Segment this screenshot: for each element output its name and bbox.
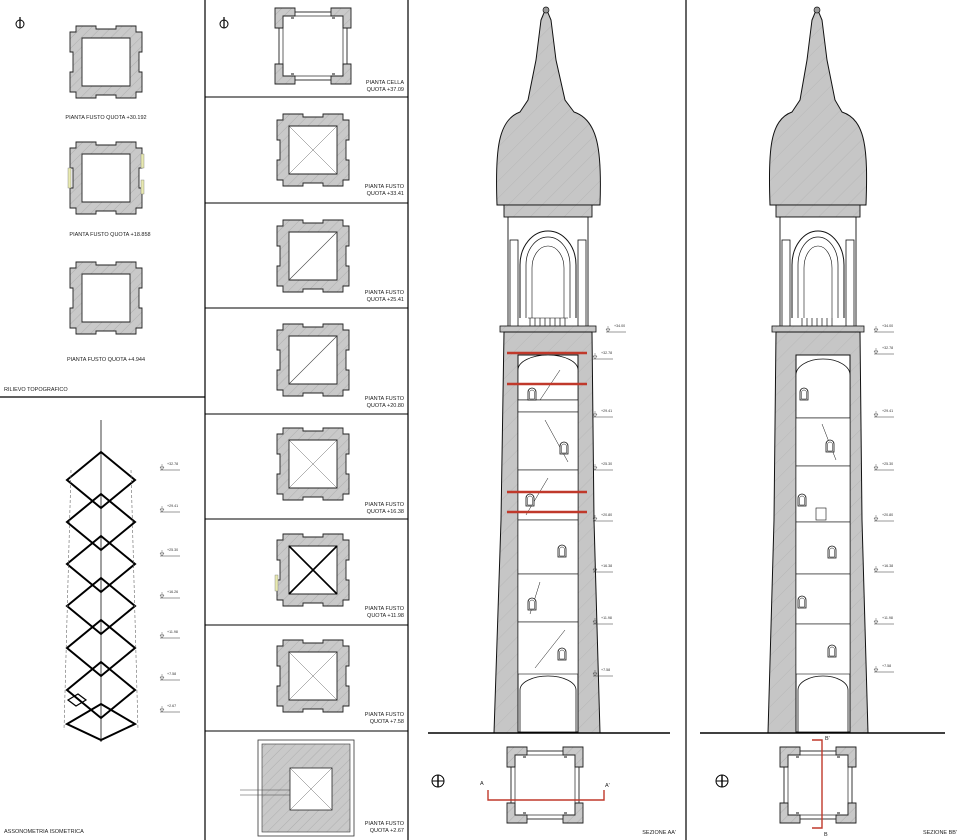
plan-label: PIANTA FUSTO <box>365 502 405 508</box>
level-label: +16.38 <box>601 564 612 568</box>
level-label: +20.80 <box>601 513 612 517</box>
panel-title: ASSONOMETRIA ISOMETRICA <box>4 829 84 835</box>
section-symbol-icon <box>431 774 445 788</box>
red-tie-rods <box>507 351 587 514</box>
plan-label: QUOTA +37.09 <box>367 87 404 93</box>
level-label: +11.98 <box>167 630 178 634</box>
level-label: +11.98 <box>601 616 612 620</box>
level-label: +34.00 <box>614 324 625 328</box>
level-label: +25.30 <box>601 462 612 466</box>
plan-label: QUOTA +25.41 <box>367 297 404 303</box>
level-label: +32.78 <box>882 346 893 350</box>
belfry <box>499 204 597 333</box>
sheet-frame <box>0 0 687 840</box>
panel-assonometria-isometrica: +32.78 +29.41 +25.30 +16.26 +11.98 +7.58… <box>4 420 181 835</box>
plan-label: QUOTA +11.98 <box>367 613 404 619</box>
plan-fusto-11: PIANTA FUSTO QUOTA +11.98 <box>274 533 405 619</box>
plan-label: PIANTA FUSTO <box>365 396 405 402</box>
level-label: +11.98 <box>882 616 893 620</box>
level-label: +20.80 <box>882 513 893 517</box>
north-arrow-icon <box>15 16 25 29</box>
plan-label: QUOTA +20.80 <box>367 403 404 409</box>
plan-fusto-20: PIANTA FUSTO QUOTA +20.80 <box>276 323 405 409</box>
section-bb-levels: +34.00 +32.78 +29.41 +25.30 +20.80 +16.3… <box>873 324 895 673</box>
plan-label: QUOTA +2.67 <box>370 828 404 834</box>
plan-label: QUOTA +16.38 <box>367 509 404 515</box>
level-label: +7.58 <box>167 672 176 676</box>
section-title: SEZIONE AA' <box>642 830 676 836</box>
plan-fusto-33: PIANTA FUSTO QUOTA +33.41 <box>276 113 405 197</box>
level-label: +29.41 <box>601 409 612 413</box>
plan-fusto-25: PIANTA FUSTO QUOTA +25.41 <box>276 219 405 303</box>
plan-fusto-30: PIANTA FUSTO QUOTA +30.192 <box>65 25 147 121</box>
level-label: +32.78 <box>167 462 178 466</box>
spire <box>495 6 601 206</box>
level-label: +32.78 <box>601 351 612 355</box>
shaft-interior <box>795 358 851 733</box>
plan-label: PIANTA FUSTO <box>365 821 405 827</box>
level-label: +29.41 <box>882 409 893 413</box>
plan-label: PIANTA FUSTO <box>365 606 405 612</box>
cut-line-bb <box>812 739 823 829</box>
level-label: +16.26 <box>167 590 178 594</box>
level-label: +7.58 <box>601 668 610 672</box>
cut-label: B <box>824 832 828 838</box>
level-label: +2.67 <box>167 704 176 708</box>
section-title: SEZIONE BB' <box>923 830 957 836</box>
cut-label: B' <box>825 736 830 742</box>
panel-plans-column: PIANTA CELLA QUOTA +37.09 PIANTA FUSTO Q… <box>219 7 405 837</box>
panel-section-aa: +34.00 +32.78 +29.41 +25.30 +20.80 +16.3… <box>428 6 676 836</box>
shaft-interior <box>517 354 579 733</box>
plan-label: QUOTA +33.41 <box>367 191 404 197</box>
cut-line-aa <box>487 790 605 801</box>
axo-levels: +32.78 +29.41 +25.30 +16.26 +11.98 +7.58… <box>159 462 181 713</box>
plan-label: PIANTA FUSTO <box>365 184 405 190</box>
plan-label: PIANTA FUSTO QUOTA +4.944 <box>67 357 145 363</box>
level-label: +34.00 <box>882 324 893 328</box>
plan-fusto-2: PIANTA FUSTO QUOTA +2.67 <box>240 739 405 837</box>
plan-fusto-18: PIANTA FUSTO QUOTA +18.858 <box>67 141 151 238</box>
section-symbol-icon <box>715 774 729 788</box>
plan-fusto-16: PIANTA FUSTO QUOTA +16.38 <box>276 427 405 515</box>
panel-section-bb: +34.00 +32.78 +29.41 +25.30 +20.80 +16.3… <box>700 6 957 838</box>
axo-stack <box>64 450 138 742</box>
plan-cella-37: PIANTA CELLA QUOTA +37.09 <box>274 7 404 93</box>
section-aa-levels: +34.00 +32.78 +29.41 +25.30 +20.80 +16.3… <box>592 324 627 677</box>
north-arrow-icon <box>219 16 229 29</box>
plan-label: PIANTA FUSTO QUOTA +18.858 <box>69 232 150 238</box>
level-label: +25.30 <box>882 462 893 466</box>
plan-fusto-7: PIANTA FUSTO QUOTA +7.58 <box>276 639 405 725</box>
belfry <box>771 204 865 333</box>
plan-label: QUOTA +7.58 <box>370 719 404 725</box>
spire <box>768 6 868 206</box>
level-label: +7.58 <box>882 664 891 668</box>
level-label: +16.38 <box>882 564 893 568</box>
plan-fusto-4: PIANTA FUSTO QUOTA +4.944 <box>67 261 145 363</box>
plan-label: PIANTA FUSTO QUOTA +30.192 <box>65 115 146 121</box>
cut-label: A <box>480 781 484 787</box>
level-label: +29.41 <box>167 504 178 508</box>
cut-label: A' <box>605 783 610 789</box>
panel-title: RILIEVO TOPOGRAFICO <box>4 387 68 393</box>
panel-rilievo-topografico: PIANTA FUSTO QUOTA +30.192 PIANTA FUSTO … <box>4 16 151 393</box>
level-label: +25.30 <box>167 548 178 552</box>
plan-label: PIANTA CELLA <box>366 80 404 86</box>
plan-label: PIANTA FUSTO <box>365 290 405 296</box>
plan-label: PIANTA FUSTO <box>365 712 405 718</box>
